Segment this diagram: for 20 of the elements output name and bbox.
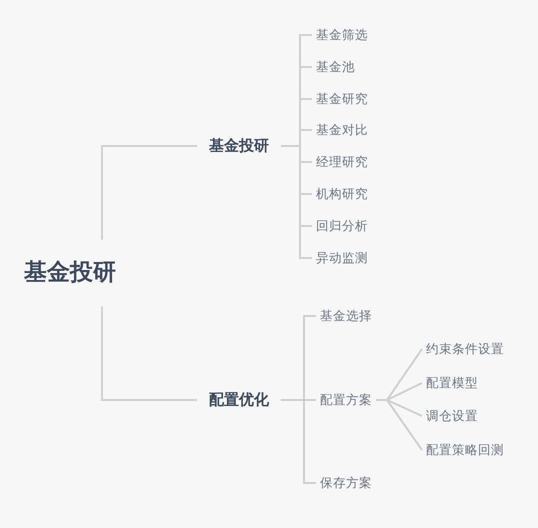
subtopic-label: 基金对比 [312,120,372,140]
subtopic-label: 机构研究 [312,184,372,204]
connector-line [101,145,197,240]
subtopic-label: 调仓设置 [422,406,482,426]
subtopic-label: 保存方案 [316,473,376,493]
subtopic-label: 配置模型 [422,373,482,393]
branch-topic: 配置优化 [197,390,281,410]
subtopic-label: 回归分析 [312,216,372,236]
subtopic-label: 经理研究 [312,152,372,172]
subtopic-label: 基金池 [312,57,359,77]
subtopic-label: 约束条件设置 [422,339,508,359]
root-topic: 基金投研 [20,240,120,306]
subtopic-label: 异动监测 [312,248,372,268]
subtopic-label: 基金研究 [312,89,372,109]
subtopic-label: 配置方案 [316,390,376,410]
subtopic-label: 基金选择 [316,306,376,326]
subtopic-label: 基金筛选 [312,25,372,45]
connector-line [101,306,197,401]
subtopic-label: 配置策略回测 [422,440,508,460]
branch-topic: 基金投研 [197,136,281,156]
